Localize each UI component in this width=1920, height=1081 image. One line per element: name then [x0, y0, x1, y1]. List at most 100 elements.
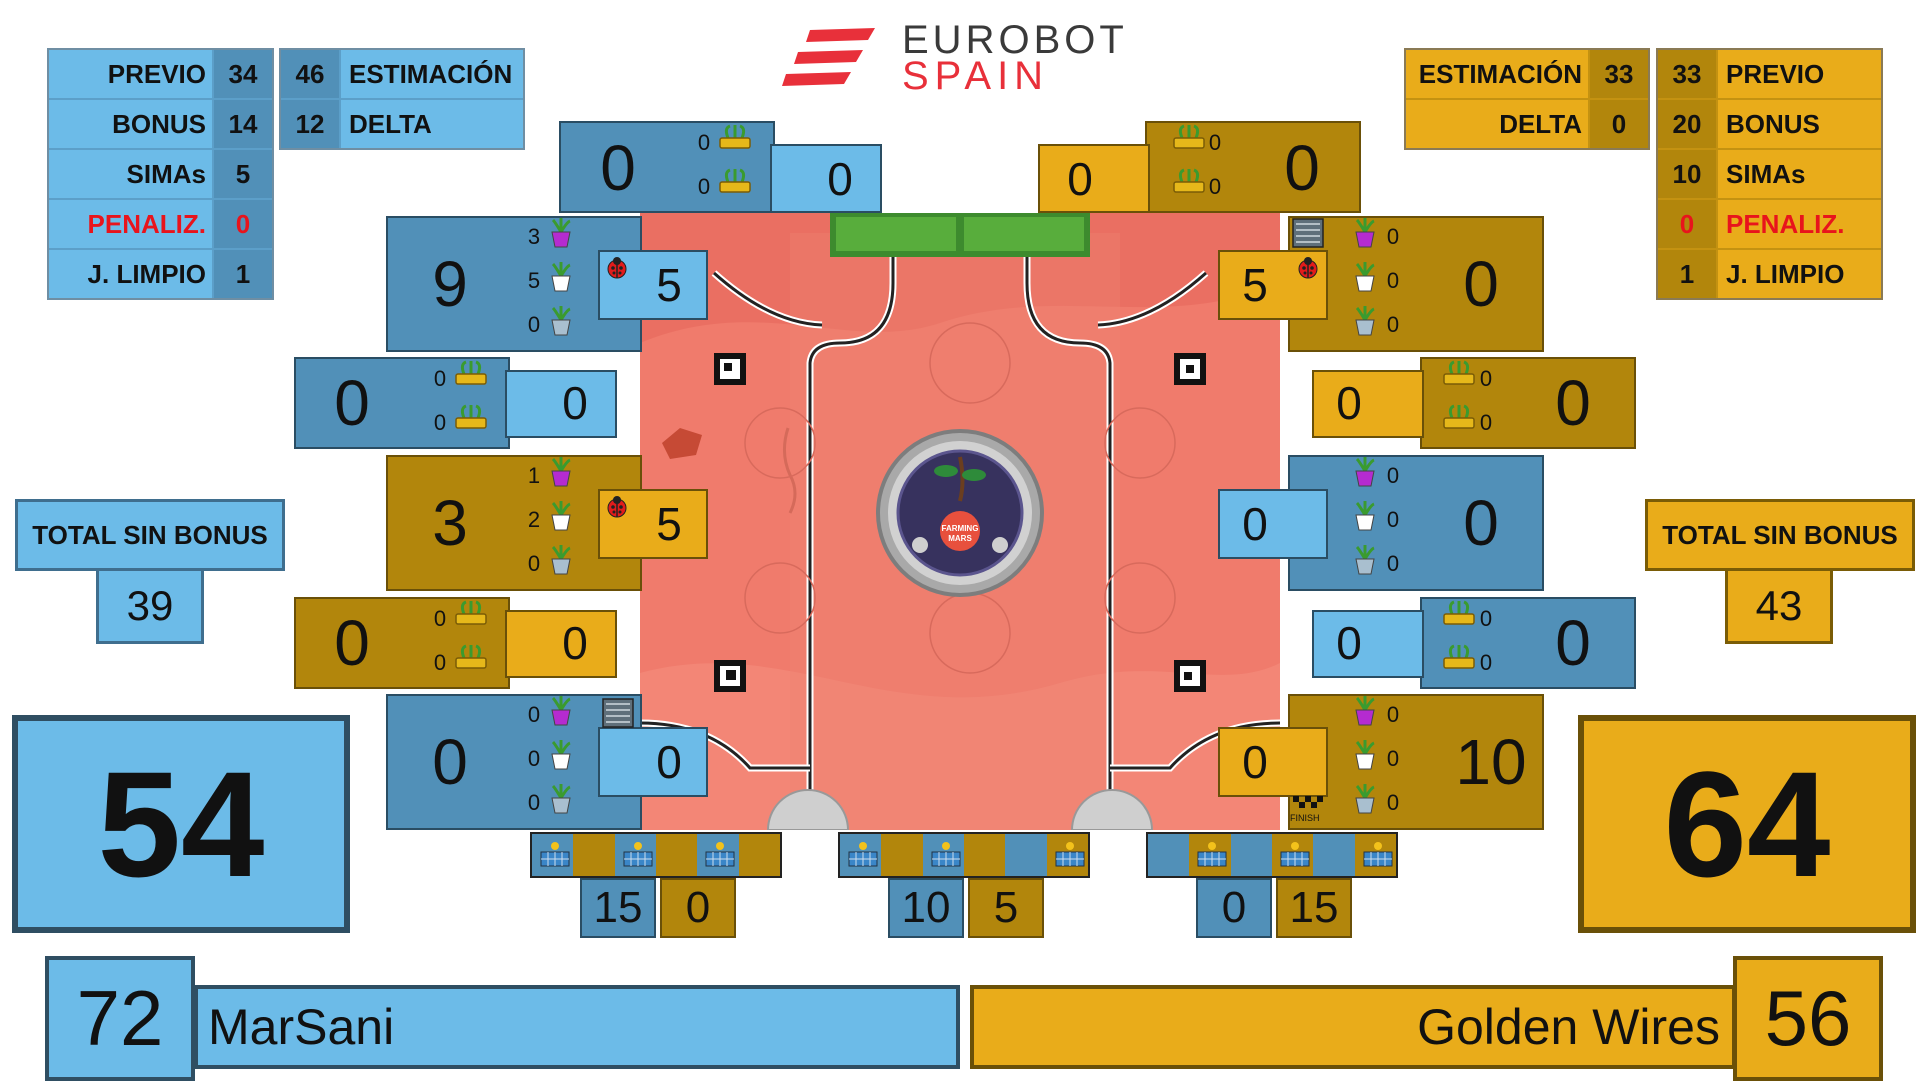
zone-count: 0: [433, 410, 447, 435]
solar-panel-icon: [1363, 842, 1393, 867]
solar-3-blue-score: 0: [1196, 878, 1272, 938]
blue-stat-value: 1: [214, 250, 272, 298]
gold-extra-label: ESTIMACIÓN: [1406, 50, 1588, 98]
solar-panel-icon: [1197, 842, 1227, 867]
gold-zone-left-4-score: 0: [334, 607, 370, 679]
planter-icon: [455, 404, 487, 429]
solar-panel-icon: [540, 842, 570, 867]
blue-stat-value-penalty: 0: [214, 200, 272, 248]
solar-2-gold-score: 5: [968, 878, 1044, 938]
gold-zone-1-score: 0: [1463, 248, 1499, 320]
solar-slot: [1313, 834, 1355, 876]
solar-panel-strip-1: [530, 832, 782, 878]
gold-total-sin-bonus-label: TOTAL SIN BONUS: [1645, 499, 1915, 571]
gold-zone-2-small: [1312, 370, 1424, 438]
gold-stat-value: 10: [1658, 150, 1716, 198]
solar-slot: [963, 834, 1006, 876]
blue-extra-table: 46 ESTIMACIÓN 12 DELTA: [279, 48, 525, 150]
gold-stat-label: SIMAs: [1718, 150, 1881, 198]
zone-count: 0: [1386, 746, 1400, 771]
blue-top-zone: [559, 121, 775, 213]
grey-plant-icon: [1355, 784, 1375, 814]
blue-zone-right-3-score: 0: [1463, 487, 1499, 559]
zone-count: 0: [1386, 702, 1400, 727]
start-area-icon: [1292, 218, 1324, 248]
gold-stat-value: 20: [1658, 100, 1716, 148]
planter-icon: [1443, 404, 1475, 429]
gold-zone-5-small-score: 0: [1242, 736, 1268, 788]
solar-panel-icon: [931, 842, 961, 867]
zone-count: 0: [527, 551, 541, 576]
eurobot-logo-mark-icon: [782, 28, 875, 86]
gold-zone-left-4-small-score: 0: [562, 617, 588, 669]
gold-team-name: Golden Wires: [970, 985, 1736, 1069]
solar-slot: [1005, 834, 1047, 876]
purple-plant-icon: [551, 218, 571, 248]
start-area-icon: [602, 698, 634, 728]
solar-slot: [532, 834, 574, 876]
gold-extra-table: ESTIMACIÓN 33 DELTA 0: [1404, 48, 1650, 150]
blue-stat-label: SIMAs: [49, 150, 212, 198]
blue-stat-label-penalty: PENALIZ.: [49, 200, 212, 248]
ladybug-icon: [607, 257, 627, 279]
grey-plant-icon: [1355, 306, 1375, 336]
zone-count: 0: [527, 312, 541, 337]
planter-icon: [455, 360, 487, 385]
solar-slot: [655, 834, 698, 876]
white-plant-icon: [551, 740, 571, 770]
blue-extra-label: DELTA: [341, 100, 523, 148]
zone-count: 5: [527, 268, 541, 293]
planter-icon: [455, 600, 487, 625]
solar-slot: [840, 834, 882, 876]
ladybug-icon: [1298, 257, 1318, 279]
blue-zone-1-small-score: 5: [656, 259, 682, 311]
blue-zone-2-small-score: 0: [562, 377, 588, 429]
solar-slot: [573, 834, 615, 876]
solar-slot: [1148, 834, 1190, 876]
gold-zone-left-4-small: [505, 610, 617, 678]
purple-plant-icon: [551, 457, 571, 487]
solar-panel-icon: [623, 842, 653, 867]
gold-stat-label: BONUS: [1718, 100, 1881, 148]
blue-top-count-2: 0: [697, 174, 711, 199]
solar-slot: [738, 834, 780, 876]
gold-zone-left-4: [294, 597, 510, 689]
blue-zone-right-3-small: [1218, 489, 1328, 559]
gold-zone-2-score: 0: [1555, 367, 1591, 439]
solar-slot: [922, 834, 964, 876]
solar-2-blue-score: 10: [888, 878, 964, 938]
blue-total-sin-bonus-value: 39: [96, 568, 204, 644]
solar-slot: [1271, 834, 1314, 876]
blue-extra-value: 12: [281, 100, 339, 148]
gold-top-zone-small-score: 0: [1067, 153, 1093, 205]
blue-zone-5: [386, 694, 642, 830]
blue-zone-5-small-score: 0: [656, 736, 682, 788]
blue-extra-label: ESTIMACIÓN: [341, 50, 523, 98]
solar-panel-strip-3: [1146, 832, 1398, 878]
gold-stat-value: 1: [1658, 250, 1716, 298]
zone-count: 0: [1386, 463, 1400, 488]
gold-zone-1-small-score: 5: [1242, 259, 1268, 311]
blue-stat-label: J. LIMPIO: [49, 250, 212, 298]
blue-zone-2: [294, 357, 510, 449]
zone-count: 0: [1386, 224, 1400, 249]
gold-zone-1: [1288, 216, 1544, 352]
blue-extra-value: 46: [281, 50, 339, 98]
blue-zone-right-4-score: 0: [1555, 607, 1591, 679]
solar-slot: [1046, 834, 1088, 876]
blue-zone-right-4-small-score: 0: [1336, 617, 1362, 669]
field-logo-line-1: FARMING: [941, 524, 979, 533]
zone-count: 0: [1386, 312, 1400, 337]
gold-extra-value: 0: [1590, 100, 1648, 148]
grey-plant-icon: [551, 545, 571, 575]
solar-panel-strip-2: [838, 832, 1090, 878]
white-plant-icon: [551, 262, 571, 292]
zone-count: 0: [433, 650, 447, 675]
blue-top-count-1: 0: [697, 130, 711, 155]
solar-slot: [1189, 834, 1231, 876]
solar-3-gold-score: 15: [1276, 878, 1352, 938]
zone-count: 1: [527, 463, 541, 488]
blue-zone-right-4-small: [1312, 610, 1424, 678]
gold-secondary-score: 56: [1733, 956, 1883, 1081]
zone-count: 0: [1386, 268, 1400, 293]
